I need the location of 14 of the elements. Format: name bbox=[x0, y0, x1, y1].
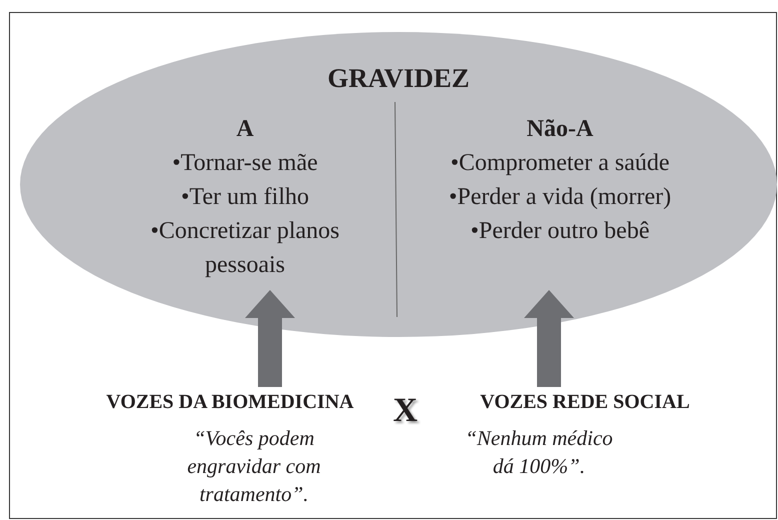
quote-text: “Nenhum médico dá 100%”. bbox=[464, 425, 614, 480]
bullet-item: •Ter um filho bbox=[180, 183, 310, 212]
bullet-item: •Perder outro bebê bbox=[470, 217, 650, 246]
column-heading: A bbox=[236, 115, 254, 144]
voice-heading: VOZES REDE SOCIAL bbox=[480, 390, 690, 415]
column-heading: Não-A bbox=[526, 115, 594, 144]
voice-heading: VOZES DA BIOMEDICINA bbox=[106, 390, 354, 415]
bullet-item: •Perder a vida (morrer) bbox=[448, 183, 672, 212]
versus-mark: X bbox=[393, 392, 418, 430]
bullet-item: •Tornar-se mãe bbox=[172, 149, 318, 178]
heading: GRAVIDEZ bbox=[326, 62, 471, 94]
bullet-item: •Comprometer a saúde bbox=[450, 149, 670, 178]
bullet-item: •Concretizar planos pessoais bbox=[150, 217, 340, 280]
quote-text: “Vocês podem engravidar com tratamento”. bbox=[186, 425, 322, 508]
